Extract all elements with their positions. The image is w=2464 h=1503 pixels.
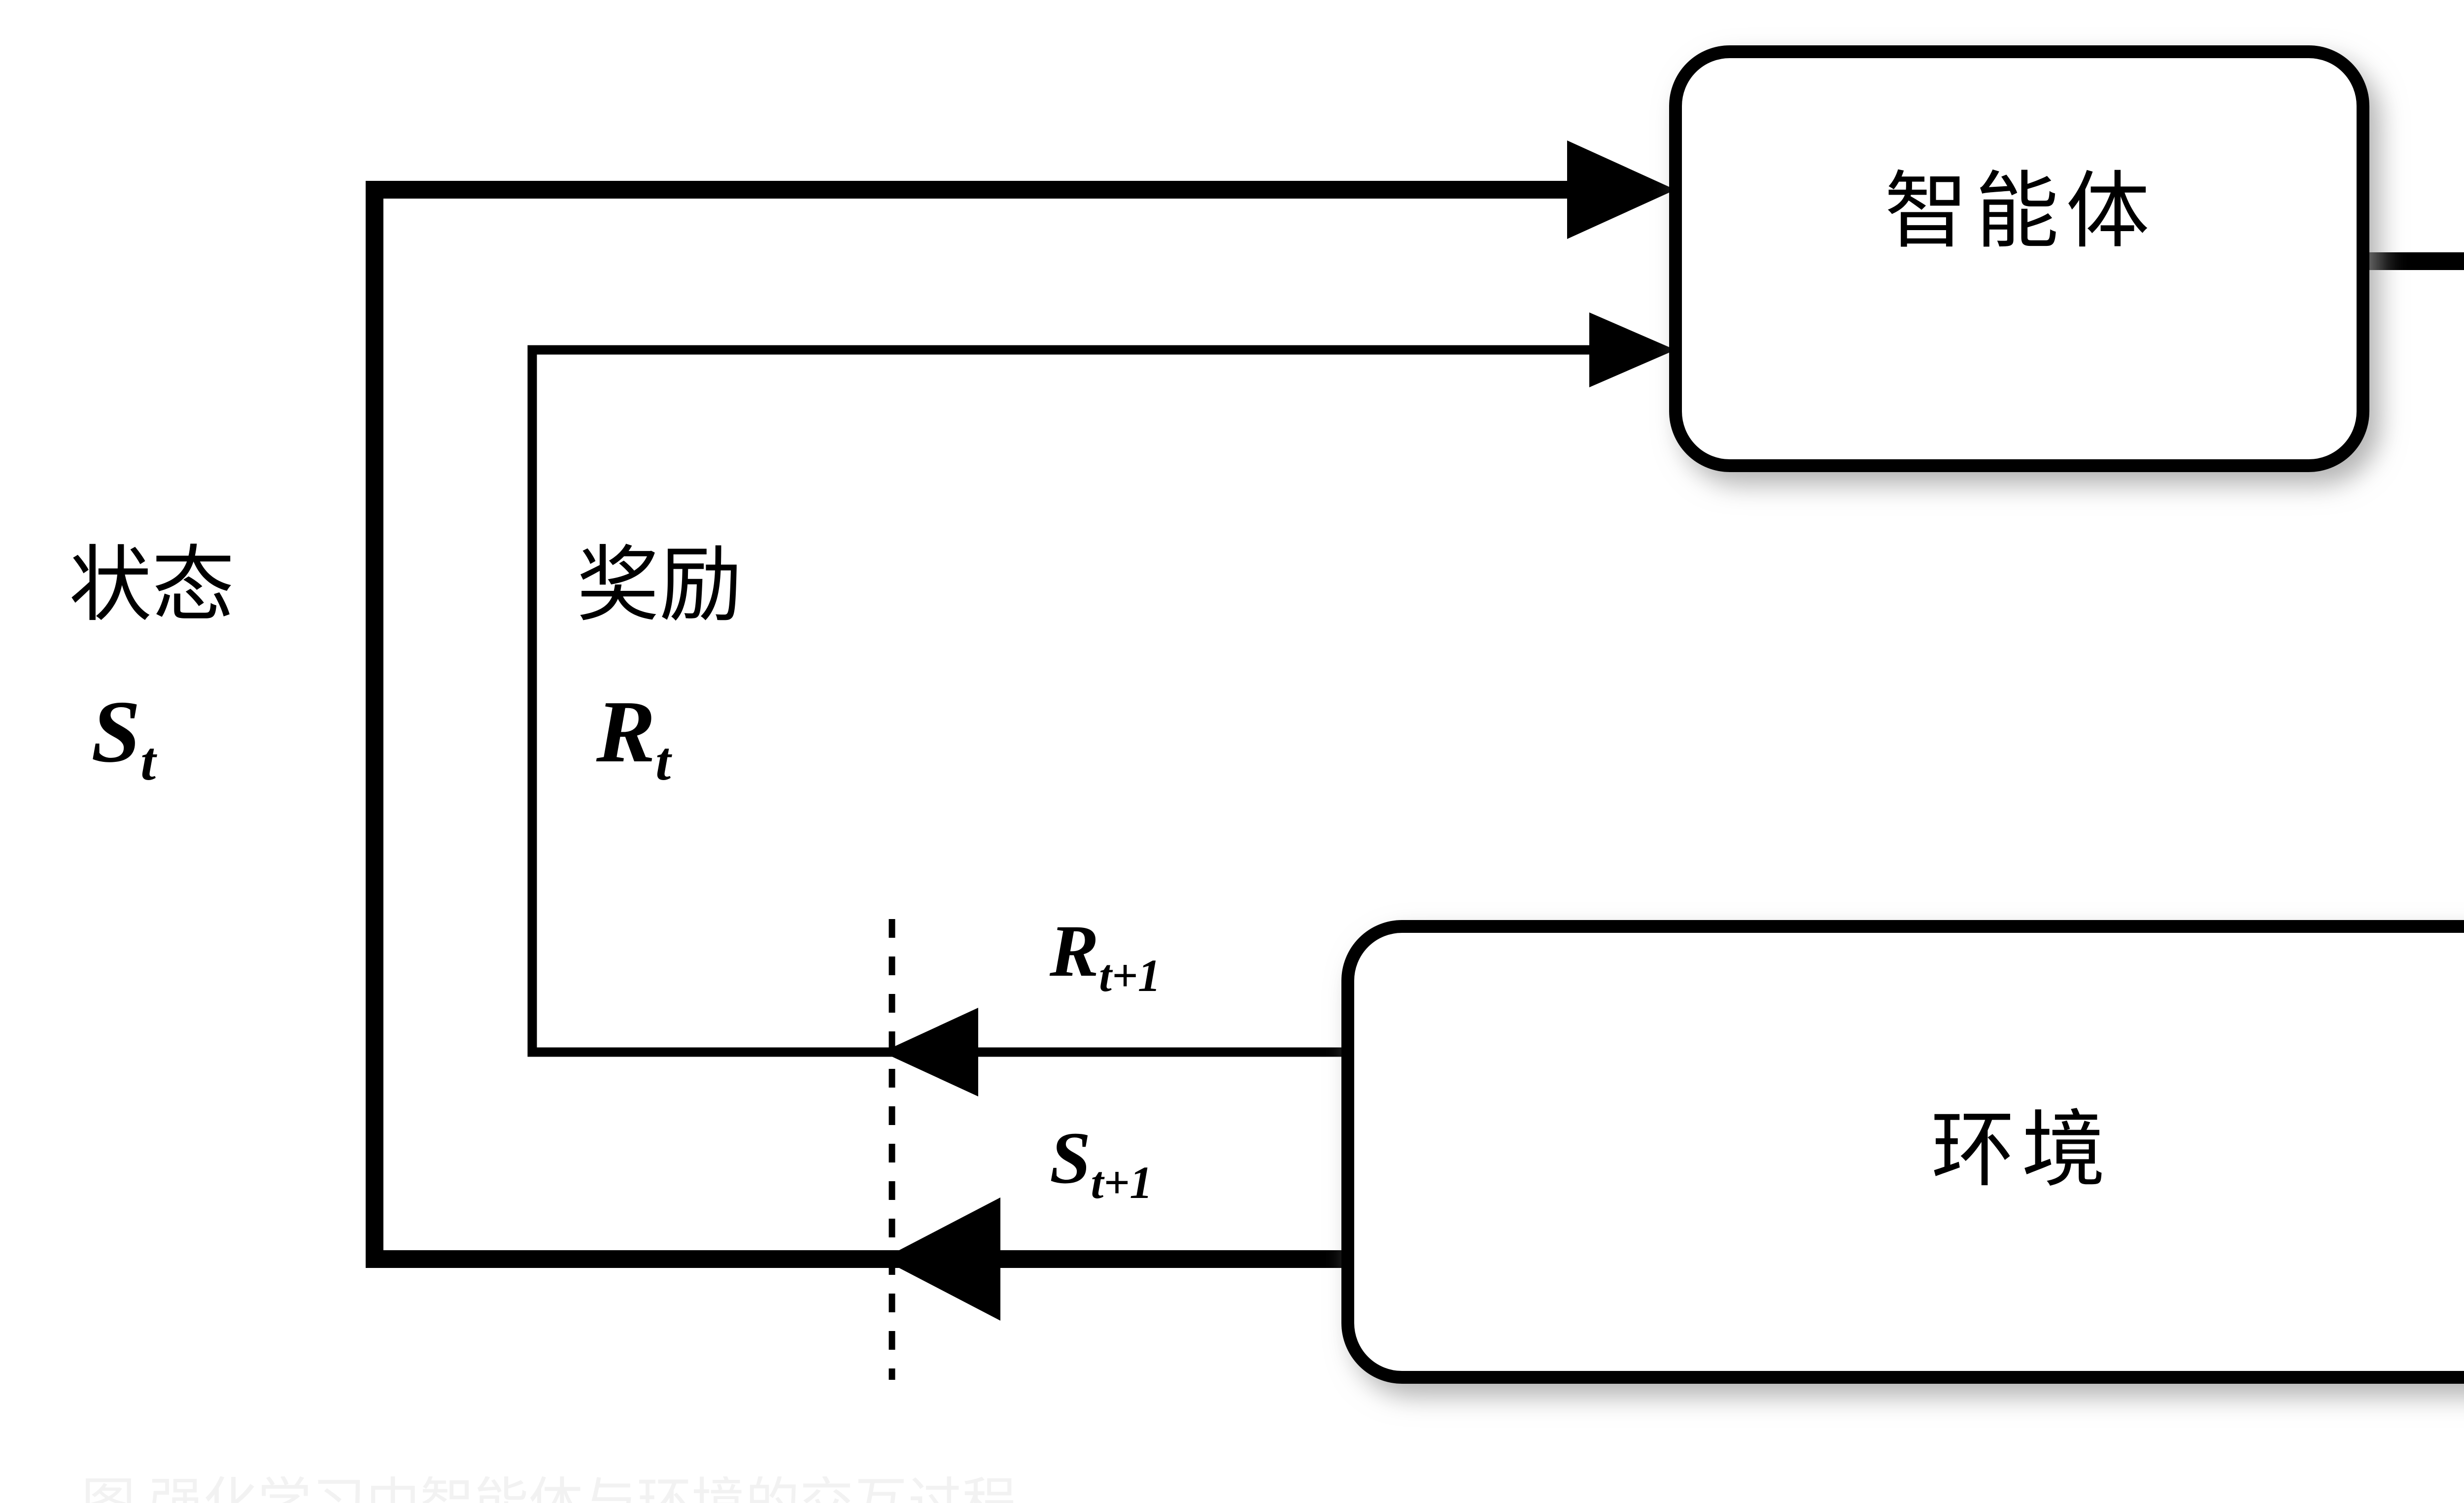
state-next-symbol-subscript: t+1: [1091, 1158, 1153, 1208]
reward-next-symbol: Rt+1: [1050, 914, 1161, 999]
arrowhead-reward-to-agent: [1589, 312, 1676, 387]
reward-symbol-base: R: [596, 683, 656, 781]
arrowhead-state-emit: [882, 1197, 1000, 1321]
state-label-cjk: 状态: [69, 540, 235, 632]
environment-box[interactable]: [1341, 920, 2464, 1384]
state-symbol: St: [91, 687, 156, 789]
reward-next-symbol-base: R: [1050, 910, 1099, 992]
environment-box-label: 环境: [1931, 1104, 2113, 1197]
state-next-symbol: St+1: [1050, 1121, 1153, 1206]
agent-box-label: 智能体: [1884, 166, 2156, 258]
arrowhead-state-to-agent: [1567, 140, 1676, 239]
state-symbol-subscript: t: [140, 731, 156, 792]
agent-box[interactable]: [1669, 45, 2369, 472]
arrowhead-reward-emit: [882, 1008, 978, 1096]
reward-next-symbol-subscript: t+1: [1099, 951, 1161, 1001]
edge-state-feedback: [366, 140, 1676, 1321]
figure-caption: 图 强化学习中智能体与环境的交互过程: [81, 1476, 1017, 1503]
state-symbol-base: S: [91, 683, 141, 781]
reward-symbol: Rt: [596, 687, 671, 789]
reward-symbol-subscript: t: [655, 731, 671, 792]
edge-reward-feedback: [527, 312, 1676, 1096]
state-next-symbol-base: S: [1050, 1117, 1091, 1199]
reward-label-cjk: 奖励: [577, 540, 742, 632]
